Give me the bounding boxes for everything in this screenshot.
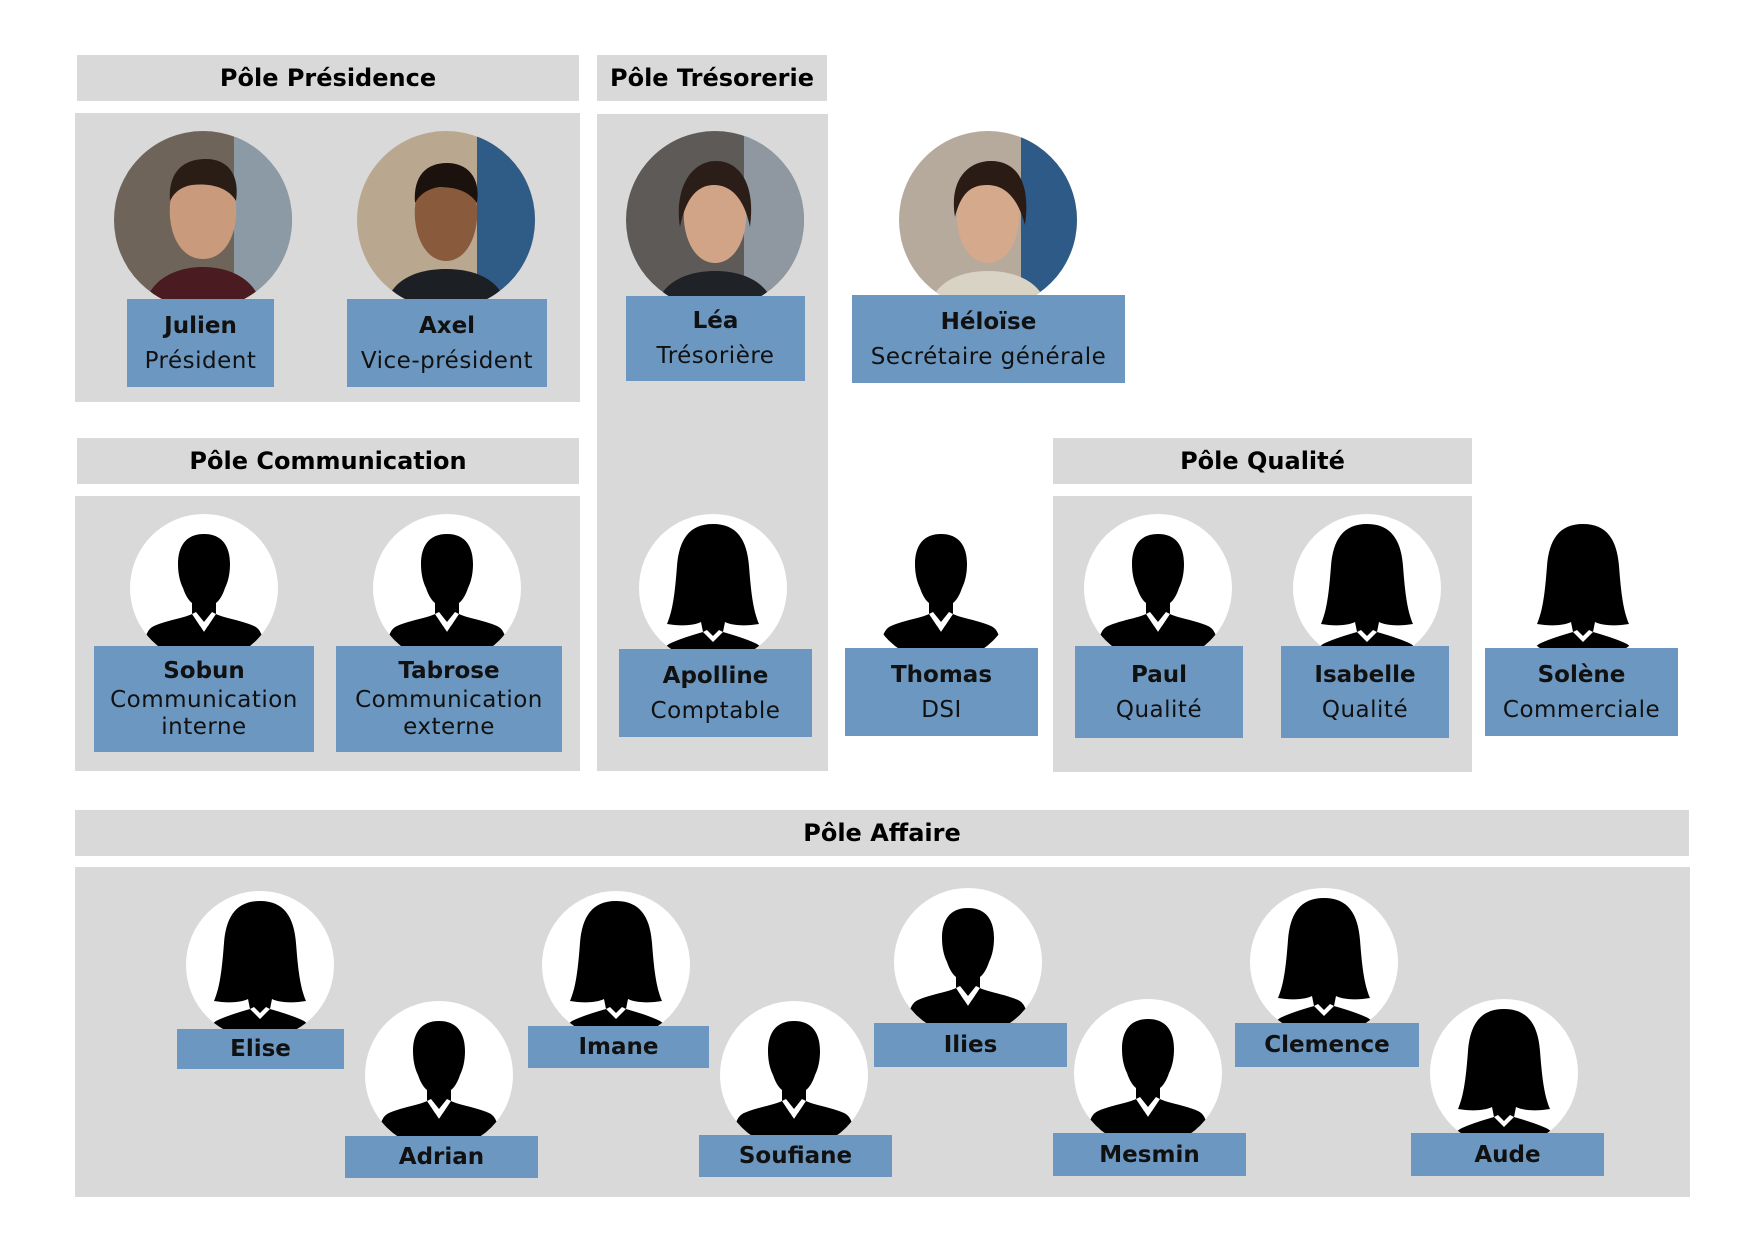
member-card-soufiane: Soufiane: [699, 1135, 892, 1177]
aude-avatar: [1430, 999, 1578, 1147]
julien-photo: [114, 131, 292, 309]
member-role: Vice-président: [360, 347, 534, 374]
apolline-avatar: [639, 514, 787, 662]
pole-qualite-header: Pôle Qualité: [1053, 438, 1472, 484]
member-name: Apolline: [662, 662, 769, 689]
member-role: Président: [144, 347, 257, 374]
member-role: Qualité: [1115, 696, 1203, 723]
member-name: Ilies: [943, 1032, 998, 1058]
mesmin-avatar: [1074, 999, 1222, 1147]
member-name: Mesmin: [1099, 1141, 1200, 1168]
member-name: Sobun: [163, 658, 245, 684]
paul-avatar: [1084, 514, 1232, 662]
member-card-paul: Paul Qualité: [1075, 646, 1243, 738]
member-role: Secrétaire générale: [870, 343, 1107, 370]
member-card-sobun: Sobun Communication interne: [94, 646, 314, 752]
pole-presidence-header: Pôle Présidence: [77, 55, 579, 101]
member-role: DSI: [921, 696, 962, 723]
clemence-avatar: [1250, 888, 1398, 1036]
member-card-isabelle: Isabelle Qualité: [1281, 646, 1449, 738]
member-card-elise: Elise: [177, 1029, 344, 1069]
member-card-clemence: Clemence: [1235, 1023, 1419, 1067]
member-name: Thomas: [890, 661, 993, 688]
member-role: Qualité: [1321, 696, 1409, 723]
pole-tresorerie-title: Pôle Trésorerie: [609, 64, 814, 92]
member-card-mesmin: Mesmin: [1053, 1133, 1246, 1176]
thomas-avatar: [867, 514, 1015, 662]
member-card-lea: Léa Trésorière: [626, 296, 805, 381]
member-name: Paul: [1130, 661, 1188, 688]
ilies-avatar: [894, 888, 1042, 1036]
pole-communication-header: Pôle Communication: [77, 438, 579, 484]
sobun-avatar: [130, 514, 278, 662]
axel-photo: [357, 131, 535, 309]
member-name: Solène: [1537, 661, 1626, 688]
member-card-axel: Axel Vice-président: [347, 299, 547, 387]
member-card-thomas: Thomas DSI: [845, 648, 1038, 736]
member-name: Julien: [164, 312, 237, 339]
member-name: Clemence: [1264, 1032, 1390, 1058]
pole-qualite-title: Pôle Qualité: [1180, 447, 1345, 475]
member-name: Aude: [1474, 1141, 1541, 1168]
member-name: Léa: [692, 308, 739, 334]
heloise-photo: [899, 131, 1077, 309]
member-card-imane: Imane: [528, 1026, 709, 1068]
member-name: Héloïse: [940, 308, 1037, 335]
member-role-line1: Communication: [355, 687, 543, 713]
pole-presidence-title: Pôle Présidence: [219, 64, 437, 92]
member-role-line2: externe: [403, 714, 495, 740]
member-card-adrian: Adrian: [345, 1136, 538, 1178]
member-name: Tabrose: [398, 658, 500, 684]
lea-photo: [626, 131, 804, 309]
solene-avatar: [1509, 514, 1657, 662]
member-name: Axel: [418, 312, 476, 339]
pole-affaire-title: Pôle Affaire: [803, 819, 961, 847]
member-role-line2: interne: [161, 714, 247, 740]
member-role: Trésorière: [656, 343, 775, 369]
soufiane-avatar: [720, 1001, 868, 1149]
member-name: Soufiane: [738, 1143, 853, 1169]
member-card-tabrose: Tabrose Communication externe: [336, 646, 562, 752]
member-card-julien: Julien Président: [127, 299, 274, 387]
imane-avatar: [542, 891, 690, 1039]
member-role: Comptable: [650, 697, 781, 724]
adrian-avatar: [365, 1001, 513, 1149]
member-card-ilies: Ilies: [874, 1023, 1067, 1067]
member-name: Isabelle: [1314, 661, 1416, 688]
pole-communication-title: Pôle Communication: [189, 447, 467, 475]
elise-avatar: [186, 891, 334, 1039]
member-card-aude: Aude: [1411, 1133, 1604, 1176]
isabelle-avatar: [1293, 514, 1441, 662]
member-card-apolline: Apolline Comptable: [619, 649, 812, 737]
member-name: Imane: [578, 1034, 659, 1060]
pole-affaire-header: Pôle Affaire: [75, 810, 1689, 856]
member-name: Elise: [230, 1036, 291, 1062]
member-role-line1: Communication: [110, 687, 298, 713]
pole-tresorerie-header: Pôle Trésorerie: [597, 55, 827, 101]
member-card-heloise: Héloïse Secrétaire générale: [852, 295, 1125, 383]
member-role: Commerciale: [1502, 696, 1661, 723]
tabrose-avatar: [373, 514, 521, 662]
member-name: Adrian: [398, 1144, 485, 1170]
member-card-solene: Solène Commerciale: [1485, 648, 1678, 736]
